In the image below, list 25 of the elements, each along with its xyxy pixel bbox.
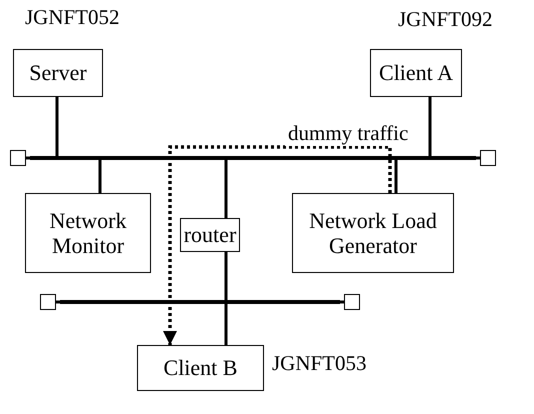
device-box: Server bbox=[13, 49, 103, 97]
router-box: router bbox=[180, 218, 240, 252]
host-name: JGNFT092 bbox=[398, 7, 493, 32]
connection-line bbox=[98, 160, 102, 193]
connection-line bbox=[56, 97, 58, 156]
connection-line bbox=[56, 300, 60, 304]
connection-line bbox=[428, 97, 432, 156]
device-box: Network Monitor bbox=[25, 193, 151, 273]
connection-line bbox=[394, 160, 398, 193]
device-box: Network Load Generator bbox=[292, 193, 454, 273]
device-box: Client B bbox=[137, 345, 264, 391]
connection-line bbox=[224, 252, 228, 300]
device-box: Client A bbox=[370, 49, 462, 97]
connection-line bbox=[26, 156, 30, 160]
connection-line bbox=[224, 160, 228, 218]
connection-line bbox=[340, 300, 344, 304]
connection-line bbox=[224, 304, 228, 345]
host-name: JGNFT053 bbox=[272, 351, 367, 376]
host-name: JGNFT052 bbox=[25, 5, 120, 30]
traffic-arrow bbox=[163, 145, 392, 345]
terminator-square bbox=[40, 294, 56, 310]
connection-line bbox=[476, 156, 480, 160]
terminator-square bbox=[10, 150, 26, 166]
terminator-square bbox=[480, 150, 496, 166]
terminator-square bbox=[344, 294, 360, 310]
